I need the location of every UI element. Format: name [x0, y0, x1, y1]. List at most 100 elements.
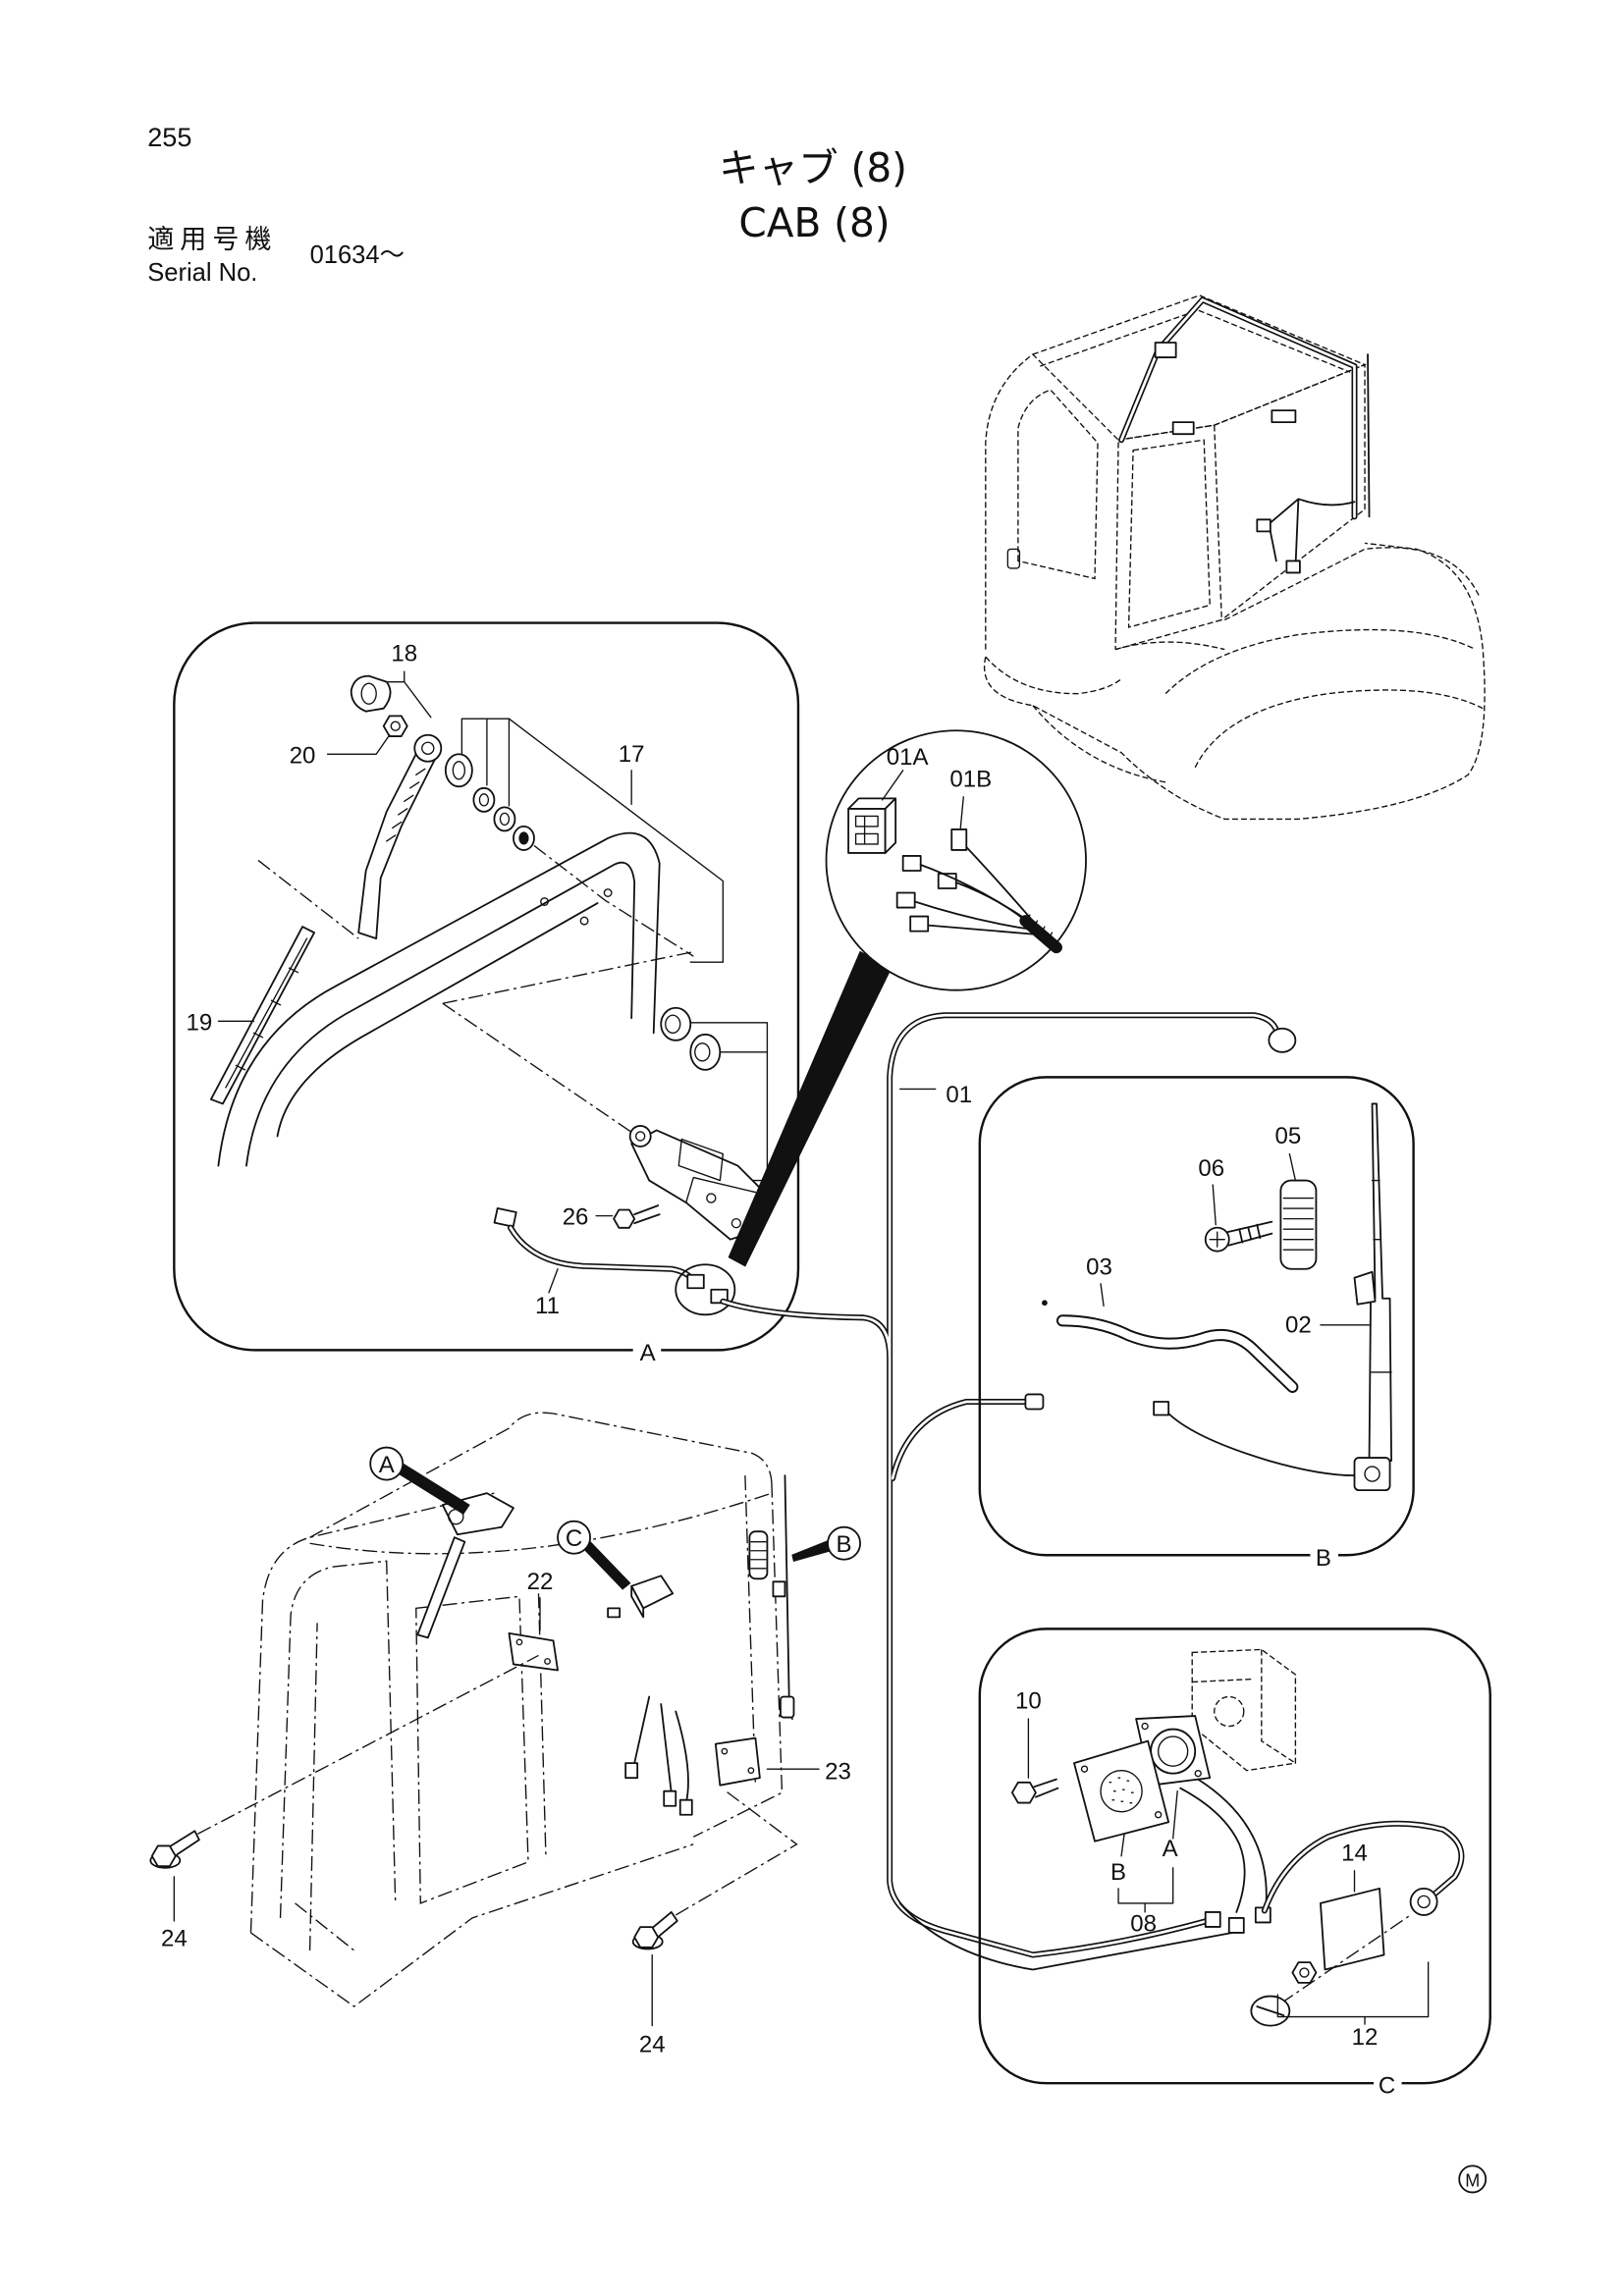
cab-door-opening: [295, 1475, 757, 1951]
callout-19: 19: [187, 1009, 213, 1036]
window-frame: [217, 831, 661, 1167]
detail-c-frame: [978, 1628, 1491, 2085]
detail-c: C 10 14 A B 08 12: [978, 1628, 1491, 2100]
page-number: 255: [147, 123, 191, 152]
cab-connector: [1256, 518, 1271, 533]
serial-number-range: 01634～: [310, 241, 406, 269]
cab-bolt-24: [633, 1926, 660, 1949]
grommet: [689, 1033, 722, 1071]
callout-02: 02: [1285, 1311, 1312, 1338]
callout-01a: 01A: [887, 744, 929, 771]
window-hole: [579, 916, 589, 926]
washer: [493, 806, 516, 832]
detail-ref-a: A: [379, 1452, 395, 1478]
page-header: 255 キャブ (8) CAB (8) 適用号機 Serial No. 0163…: [147, 123, 907, 287]
connector-01b: [950, 828, 968, 851]
detail-a: A: [173, 621, 800, 1366]
title-english: CAB (8): [738, 199, 890, 246]
connector-block-01a: [847, 807, 887, 854]
cab-right-face: [1214, 363, 1366, 621]
bushing: [444, 753, 473, 788]
callout-26: 26: [563, 1204, 589, 1231]
antenna-clip: [1353, 1270, 1377, 1306]
callout-01: 01: [946, 1082, 972, 1108]
window-hole: [540, 897, 549, 906]
callout-22: 22: [527, 1569, 554, 1595]
serial-label-english: Serial No.: [147, 259, 257, 287]
wiper-cap: [350, 674, 392, 713]
antenna-lead: [1167, 1413, 1356, 1477]
assembly-line: [257, 844, 694, 1138]
connector-detail: 01A 01B: [728, 729, 1087, 1267]
kit-bracket-17: [460, 718, 769, 1182]
cab-plate-23: [714, 1736, 761, 1787]
callout-12: 12: [1352, 2024, 1379, 2051]
cab-harness-route: [1118, 296, 1358, 520]
leader-lines: [881, 770, 964, 829]
washer: [472, 786, 496, 813]
callout-speaker-a: A: [1163, 1836, 1178, 1862]
machine-body: [984, 542, 1486, 821]
ref-b-pointer: [791, 1539, 832, 1563]
cab-frame-outline: [249, 1412, 784, 2007]
serial-label-japanese: 適用号機: [147, 225, 277, 255]
callout-24-bottom: 24: [639, 2032, 666, 2058]
callout-01b: 01B: [949, 766, 992, 792]
cab-door-window: [1017, 389, 1099, 580]
wiper-arm-pivot: [413, 733, 443, 763]
callout-10: 10: [1015, 1688, 1042, 1715]
cab-frame-view: A C B 22 23 24 24: [149, 1412, 861, 2058]
leader-lines: [173, 1597, 820, 2027]
ref-a-circle: [369, 1446, 405, 1481]
callout-17: 17: [619, 741, 645, 768]
switch-nut: [1291, 1961, 1318, 1984]
callout-20: 20: [290, 742, 316, 769]
cab-branch-wires: [1268, 498, 1356, 569]
zoom-wedge: [728, 950, 893, 1267]
antenna-holder: [1279, 1179, 1318, 1270]
speaker-connector: [1227, 1917, 1245, 1934]
grommet: [660, 1006, 692, 1041]
assembly-line: [197, 1654, 798, 1916]
cab-plate-22: [508, 1631, 559, 1672]
cab-antenna: [784, 1474, 793, 1720]
harness-end-connector: [1268, 1027, 1297, 1053]
motor-bolt: [613, 1208, 636, 1229]
callout-speaker-b: B: [1110, 1859, 1126, 1886]
speaker-wires: [1179, 1778, 1268, 1913]
detail-b: B 05 06 03 02: [978, 1076, 1415, 1572]
speaker-connector: [1204, 1911, 1221, 1928]
cab-antenna-line: [1367, 353, 1371, 518]
detail-a-label: A: [640, 1340, 656, 1366]
cab-roof-block: [1271, 409, 1297, 424]
cab-harness-wires: [633, 1695, 689, 1804]
callout-14: 14: [1341, 1840, 1368, 1866]
connector-zoom-circle: [675, 1263, 736, 1316]
callout-03: 03: [1086, 1255, 1112, 1281]
cab-roof-block: [1171, 421, 1195, 436]
cab-connector: [1285, 560, 1301, 574]
cab-overview-illustration: [984, 294, 1486, 821]
callout-06: 06: [1198, 1155, 1224, 1182]
wiper-blade: [209, 926, 315, 1105]
footer-mark: M: [1458, 2164, 1488, 2194]
ref-b-circle: [827, 1525, 861, 1561]
cab-roof: [1032, 294, 1367, 441]
cab-wiper-arm: [416, 1536, 466, 1639]
callout-23: 23: [825, 1759, 851, 1786]
footer-mark-letter: M: [1465, 2170, 1480, 2190]
cable-connector: [493, 1207, 517, 1228]
cab-door-side: [985, 353, 1119, 650]
detail-a-frame: [173, 621, 800, 1352]
leader-lines: [217, 670, 632, 1294]
cab-bolt-24: [150, 1844, 177, 1868]
callout-18: 18: [391, 641, 417, 667]
footer-mark-circle: [1458, 2164, 1488, 2194]
detail-b-label: B: [1316, 1545, 1331, 1572]
wiper-nut: [382, 715, 408, 737]
window-hole: [603, 888, 613, 897]
callout-24-left: 24: [161, 1925, 188, 1951]
cab-door-handle: [1006, 548, 1021, 569]
ref-c-circle: [557, 1520, 591, 1555]
